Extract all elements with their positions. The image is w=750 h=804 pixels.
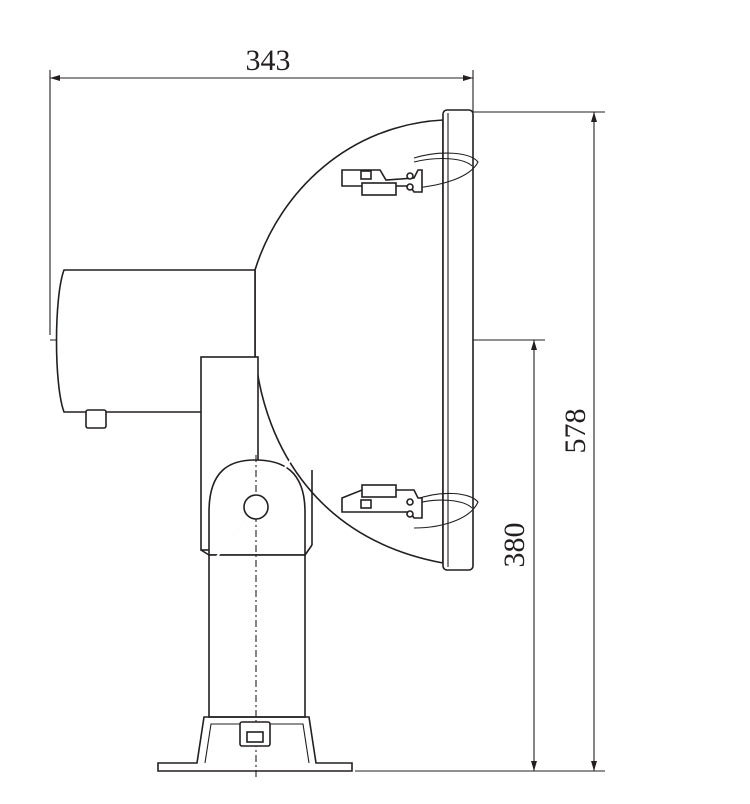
upper-latch-clip [341, 152, 479, 196]
mounting-base-bracket [157, 716, 353, 772]
total-height-dimension: 578 [355, 111, 605, 772]
tilt-lock-handle [215, 455, 295, 559]
pivot-height-label: 380 [498, 523, 531, 568]
total-height-label: 578 [559, 409, 592, 454]
yoke-arm [200, 356, 313, 556]
front-glass-frame [442, 109, 474, 571]
width-dimension-label: 343 [246, 44, 291, 77]
width-dimension: 343 [49, 44, 474, 335]
lower-latch-clip [341, 484, 479, 529]
